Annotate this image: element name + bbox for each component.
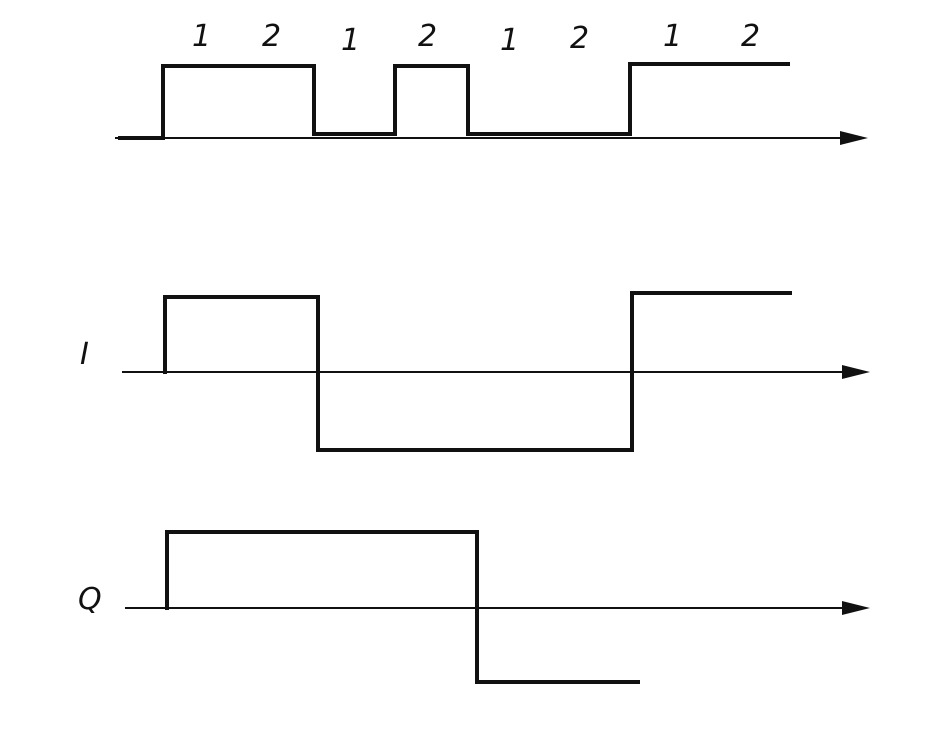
bit-label: 1 bbox=[192, 19, 212, 54]
bit-label: 1 bbox=[663, 19, 683, 54]
i-waveform bbox=[163, 291, 792, 452]
q-signal-label: Q bbox=[78, 582, 102, 617]
bit-label: 2 bbox=[570, 21, 590, 56]
data-axis-arrow-icon bbox=[840, 131, 868, 145]
i-signal-label: I bbox=[80, 337, 89, 372]
data-waveform bbox=[118, 62, 790, 140]
i-axis-arrow-icon bbox=[842, 365, 870, 379]
bit-label: 2 bbox=[741, 19, 761, 54]
bit-label: 1 bbox=[500, 23, 520, 58]
bit-label: 2 bbox=[418, 19, 438, 54]
bit-label: 1 bbox=[341, 23, 361, 58]
bit-label: 2 bbox=[262, 19, 282, 54]
q-waveform bbox=[165, 530, 640, 684]
q-axis-arrow-icon bbox=[842, 601, 870, 615]
